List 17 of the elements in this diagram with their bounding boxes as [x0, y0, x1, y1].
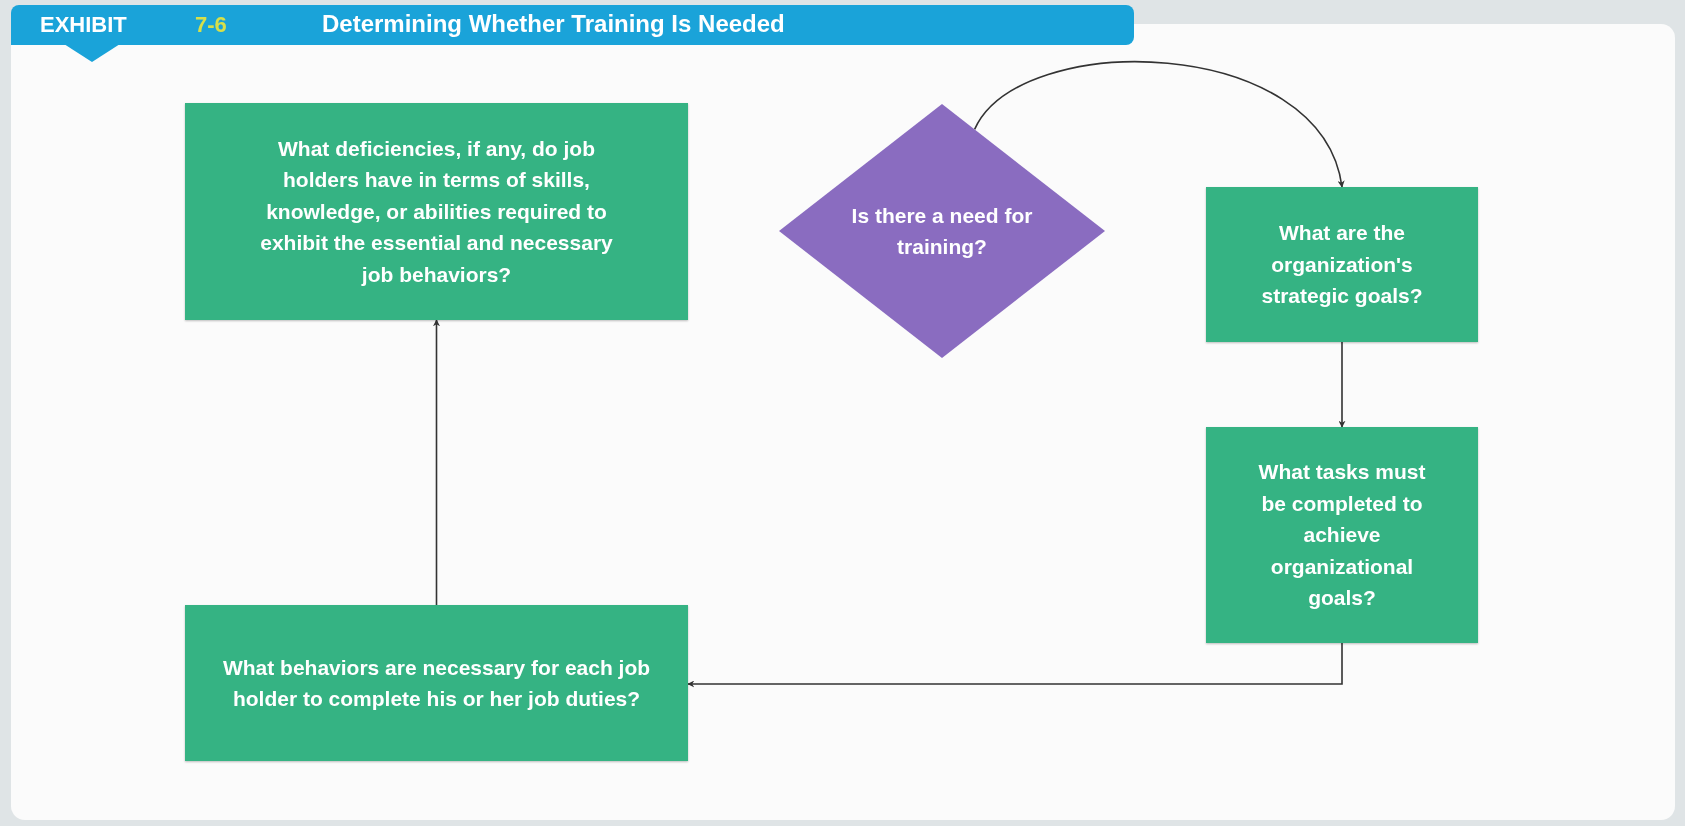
arrow — [687, 642, 1343, 688]
process-box — [1206, 187, 1478, 342]
process-box — [185, 605, 688, 761]
node-text: What deficiencies, if any, do job holders have in terms of skills, knowledge, or abilities required to exhibit the essential and necessary job behaviors? — [259, 135, 614, 288]
exhibit-label: EXHIBIT — [40, 12, 127, 38]
process-box — [185, 103, 688, 320]
node-text: What tasks must be completed to achieve organizational goals? — [1257, 459, 1427, 612]
exhibit-title: Determining Whether Training Is Needed — [322, 10, 785, 38]
arrow — [433, 319, 440, 606]
exhibit-number: 7-6 — [195, 12, 227, 38]
decision-diamond — [779, 104, 1105, 358]
arrow — [1338, 341, 1346, 428]
node-text: What are the organization's strategic goals? — [1260, 220, 1424, 310]
node-text: Is there a need for training? — [850, 202, 1034, 260]
arrow — [973, 61, 1344, 188]
process-box — [1206, 427, 1478, 643]
node-text: What behaviors are necessary for each job holder to complete his or her job duties? — [221, 654, 652, 712]
